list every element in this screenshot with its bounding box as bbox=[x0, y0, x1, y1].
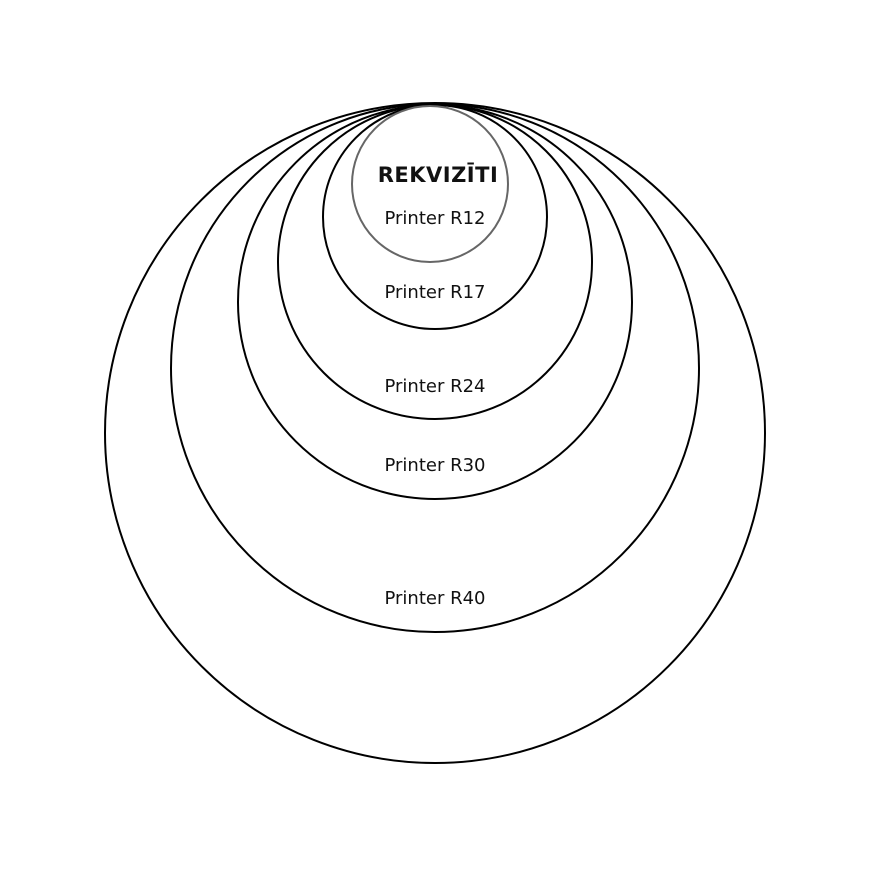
circle-printer-r12 bbox=[322, 104, 548, 330]
label-printer-r30: Printer R30 bbox=[384, 455, 485, 476]
circle-rekviziti bbox=[351, 105, 509, 263]
label-printer-r24: Printer R24 bbox=[384, 376, 485, 397]
label-printer-r12: Printer R12 bbox=[384, 208, 485, 229]
label-printer-r17: Printer R17 bbox=[384, 282, 485, 303]
diagram-title: REKVIZĪTI bbox=[378, 162, 499, 187]
circle-printer-r40 bbox=[104, 102, 766, 764]
label-printer-r40: Printer R40 bbox=[384, 588, 485, 609]
